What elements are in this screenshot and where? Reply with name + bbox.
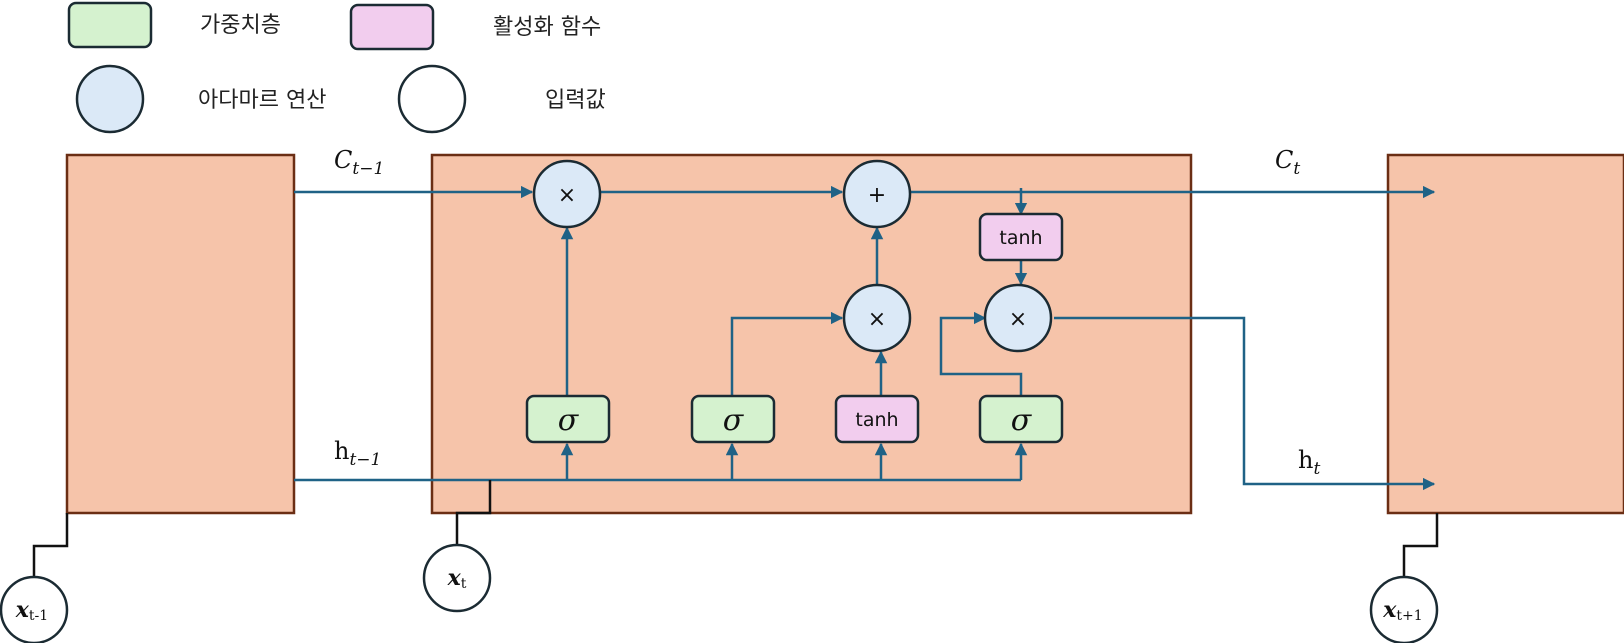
input-x-prev: xt-1 — [0, 575, 69, 643]
input-x-next: xt+1 — [1369, 575, 1439, 643]
output-multiply-node: × — [983, 283, 1053, 353]
svg-text:+: + — [868, 183, 886, 208]
svg-text:tanh: tanh — [999, 227, 1042, 249]
svg-text:xt-1: xt-1 — [15, 597, 48, 624]
legend-hadamard-swatch — [75, 64, 145, 134]
legend-input-swatch — [397, 64, 467, 134]
legend: 가중치층 활성화 함수 아다마르 연산 입력값 — [67, 1, 606, 134]
input-multiply-node: × — [842, 283, 912, 353]
svg-text:xt: xt — [447, 565, 467, 592]
input-gate: σ — [690, 394, 776, 444]
svg-text:σ: σ — [558, 403, 580, 438]
h-prev-label: ht−1 — [334, 437, 381, 470]
next-cell-box — [1386, 153, 1624, 515]
output-gate: σ — [978, 394, 1064, 444]
legend-hadamard-label: 아다마르 연산 — [198, 88, 326, 113]
cell-state-tanh: tanh — [978, 212, 1064, 262]
svg-text:×: × — [558, 183, 576, 208]
c-prev-label: Ct−1 — [334, 146, 384, 179]
h-t-label: ht — [1298, 446, 1320, 479]
c-t-label: Ct — [1275, 146, 1300, 179]
prev-cell-box — [65, 153, 296, 515]
input-x-t: xt — [422, 543, 492, 613]
forget-multiply-node: × — [532, 159, 602, 229]
svg-text:×: × — [868, 307, 886, 332]
candidate-tanh: tanh — [834, 394, 920, 444]
legend-weight-swatch — [67, 1, 153, 49]
svg-text:×: × — [1009, 307, 1027, 332]
legend-input-label: 입력값 — [545, 88, 606, 113]
flow-lines — [294, 185, 1436, 491]
input-wires — [32, 480, 1439, 577]
legend-activation-swatch — [349, 3, 435, 51]
legend-activation-label: 활성화 함수 — [493, 15, 601, 40]
svg-text:xt+1: xt+1 — [1382, 597, 1422, 624]
legend-weight-label: 가중치층 — [200, 13, 281, 38]
svg-text:σ: σ — [723, 403, 745, 438]
svg-text:tanh: tanh — [855, 409, 898, 431]
add-node: + — [842, 159, 912, 229]
forget-gate: σ — [525, 394, 611, 444]
svg-text:σ: σ — [1011, 403, 1033, 438]
